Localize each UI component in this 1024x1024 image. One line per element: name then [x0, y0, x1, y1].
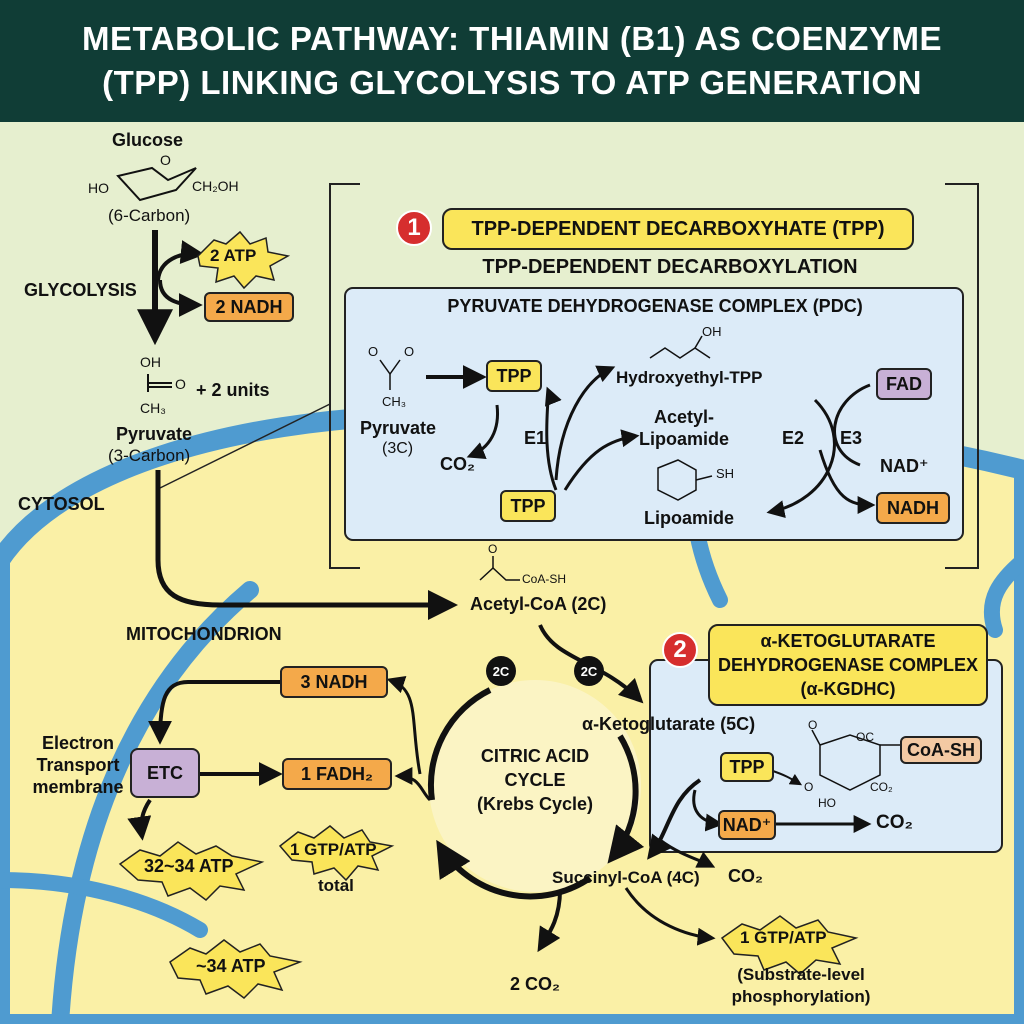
akg-label: α-Ketoglutarate (5C) — [582, 714, 756, 734]
fadh2-box: 1 FADH₂ — [282, 758, 392, 790]
step-1-badge: 1 — [396, 210, 432, 246]
fad-box: FAD — [876, 368, 932, 400]
cycle-2c-right: 2C — [574, 656, 604, 686]
pdc-pyruvate-c: (3C) — [382, 440, 414, 457]
inner-membrane — [51, 581, 259, 1024]
pyruvate-units: + 2 units — [196, 380, 270, 400]
nadh-2-box: 2 NADH — [204, 292, 294, 322]
glucose-ring-o: O — [160, 152, 171, 168]
hydroxyethyl-tpp: Hydroxyethyl-TPP — [616, 368, 763, 387]
glucose-ho: HO — [88, 180, 109, 196]
pyruvate-label: Pyruvate — [116, 424, 193, 444]
succinyl-co2: CO₂ — [728, 866, 763, 886]
akg-tpp: TPP — [720, 752, 774, 782]
lipoamide: Lipoamide — [644, 508, 735, 528]
cycle-2c-left: 2C — [486, 656, 516, 686]
burst-gtp-right — [720, 915, 859, 975]
bottom-2co2: 2 CO₂ — [510, 974, 561, 994]
acetyl-lipoamide: Acetyl-Lipoamide — [638, 407, 729, 449]
glucose-label: Glucose — [112, 130, 184, 150]
acetyl-coa-sh: CoA-SH — [522, 572, 567, 586]
pdc-pyruvate: Pyruvate — [360, 418, 437, 438]
crista-left — [0, 872, 208, 938]
atp-32-34: 32~34 ATP — [144, 856, 234, 876]
pdc-co2: CO₂ — [440, 454, 475, 474]
akg-mol-o: O — [808, 718, 818, 732]
burst-34 — [169, 939, 303, 999]
enzyme-e1: E1 — [524, 428, 547, 448]
page-title: METABOLIC PATHWAY: THIAMIN (B1) AS COENZ… — [0, 0, 1024, 122]
acetyl-coa-label: Acetyl-CoA (2C) — [470, 594, 607, 614]
glucose-ch2oh: CH₂OH — [192, 178, 239, 194]
burst-2atp — [197, 230, 291, 290]
mitochondrion-label: MITOCHONDRION — [126, 624, 282, 644]
akg-mol-o2: O — [804, 780, 814, 794]
pdc-nad: NAD⁺ — [880, 456, 929, 476]
pyruvate-o: O — [175, 376, 186, 392]
tpp-top: TPP — [486, 360, 542, 392]
atp-2-burst-label: 2 ATP — [210, 246, 257, 265]
burst-3234 — [118, 841, 265, 901]
akg-nad: NAD⁺ — [718, 810, 776, 840]
pdc-title: PYRUVATE DEHYDROGENASE COMPLEX (PDC) — [447, 296, 863, 316]
akg-mol-oc: OC — [856, 730, 874, 744]
gtp-left-total: total — [318, 876, 354, 895]
succinyl-coa: Succinyl-CoA (4C) — [552, 868, 700, 887]
enzyme-e3: E3 — [840, 428, 863, 448]
pyruvate-ch3: CH₃ — [140, 400, 166, 416]
akg-mol-ho: HO — [818, 796, 836, 810]
step-2-badge: 2 — [662, 632, 698, 668]
pdc-nadh: NADH — [876, 492, 950, 524]
etc-box: ETC — [130, 748, 200, 798]
nadh-3-box: 3 NADH — [280, 666, 388, 698]
enzyme-e2: E2 — [782, 428, 805, 448]
pyruvate-oh: OH — [140, 354, 161, 370]
title-line-2: (TPP) LINKING GLYCOLYSIS TO ATP GENERATI… — [102, 64, 922, 101]
pdc-pyr-o2: O — [404, 344, 415, 359]
akg-mol-co2: CO₂ — [870, 780, 893, 794]
pdc-pyr-ch3: CH₃ — [382, 394, 407, 409]
step-1-banner: TPP-DEPENDENT DECARBOXYHATE (TPP) — [442, 208, 914, 250]
pdc-panel — [344, 287, 964, 541]
akg-co2: CO₂ — [876, 812, 913, 833]
akg-coa-sh: CoA-SH — [900, 736, 982, 764]
atp-34: ~34 ATP — [196, 956, 266, 976]
step-1-subtitle: TPP-DEPENDENT DECARBOXYLATION — [482, 256, 858, 278]
pdc-pyr-o1: O — [368, 344, 379, 359]
gtp-left-label: 1 GTP/ATP — [290, 840, 377, 859]
cytosol-label: CYTOSOL — [18, 494, 105, 514]
burst-gtp-left — [278, 825, 395, 882]
glucose-carbons: (6-Carbon) — [108, 206, 191, 225]
gtp-right-label: 1 GTP/ATP — [740, 928, 827, 947]
hydroxyethyl-oh: OH — [702, 324, 722, 339]
title-line-1: METABOLIC PATHWAY: THIAMIN (B1) AS COENZ… — [82, 20, 942, 57]
crista-right — [983, 552, 1024, 638]
pyruvate-carbons: (3-Carbon) — [108, 446, 191, 465]
lipoamide-sh: SH — [716, 466, 735, 481]
tpp-bottom: TPP — [500, 490, 556, 522]
glycolysis-label: GLYCOLYSIS — [24, 280, 137, 300]
acetyl-o: O — [488, 542, 498, 556]
